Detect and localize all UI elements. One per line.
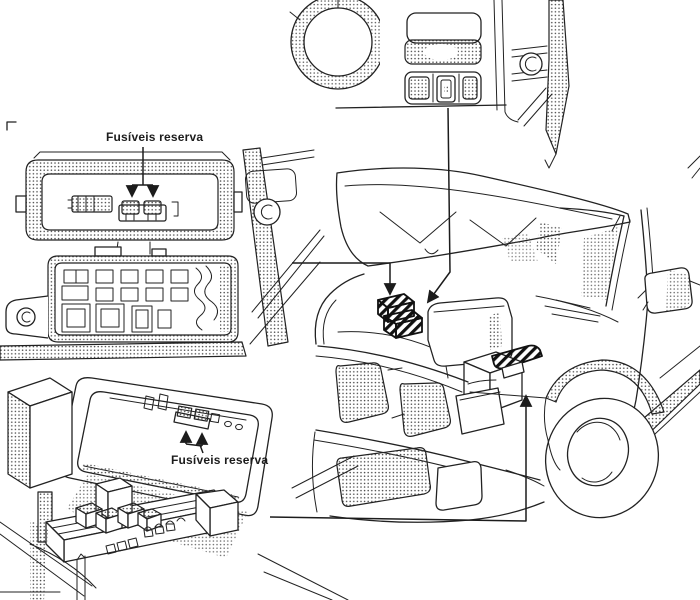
- truck-illustration: [311, 155, 700, 523]
- side-mirror: [637, 267, 700, 314]
- fender-arch: [545, 359, 665, 415]
- leader-interior-fusebox: [292, 262, 397, 296]
- headlight: [455, 387, 505, 435]
- interior-fusebox-diagram: [0, 121, 325, 361]
- door-frame: [493, 0, 570, 169]
- fusebox-marker-interior: [377, 293, 423, 339]
- windshield: [544, 207, 631, 323]
- interior-spare-fuses: [118, 200, 167, 222]
- cables: [0, 520, 349, 600]
- leader-engine-fusebox: [269, 394, 533, 522]
- front-wheel: [469, 359, 665, 519]
- hood-open: [335, 167, 631, 267]
- dashboard-inset: [289, 0, 570, 169]
- relay-cubes: [75, 502, 162, 534]
- leader-lines: [269, 107, 533, 522]
- engine-spare-fuses: [173, 405, 243, 431]
- interior-fusebox-body: [5, 246, 239, 343]
- label-engine-spare-fuses: Fusíveis reserva: [171, 453, 269, 467]
- interior-spare-fuses-callout: [125, 147, 160, 198]
- dash-fuse-panel: [404, 71, 482, 105]
- engine-fusebox-diagram: [0, 377, 359, 600]
- fuse-slots: [105, 517, 186, 555]
- grille: [315, 345, 497, 437]
- label-interior-spare-fuses: Fusíveis reserva: [106, 130, 204, 144]
- battery: [7, 377, 73, 543]
- interior-fusebox-cover: [15, 151, 243, 257]
- engine-relay-box: [45, 477, 239, 563]
- bumper: [311, 429, 561, 523]
- kick-panel: [0, 147, 325, 361]
- engine-spare-fuses-callout: [179, 430, 209, 454]
- steering-wheel: [289, 0, 380, 90]
- fusebox-marker-engine: [491, 344, 543, 379]
- leader-dashboard-inset: [426, 107, 451, 304]
- dash-pad: [404, 12, 482, 65]
- dash-base-line: [335, 104, 507, 109]
- fog-light: [435, 460, 483, 511]
